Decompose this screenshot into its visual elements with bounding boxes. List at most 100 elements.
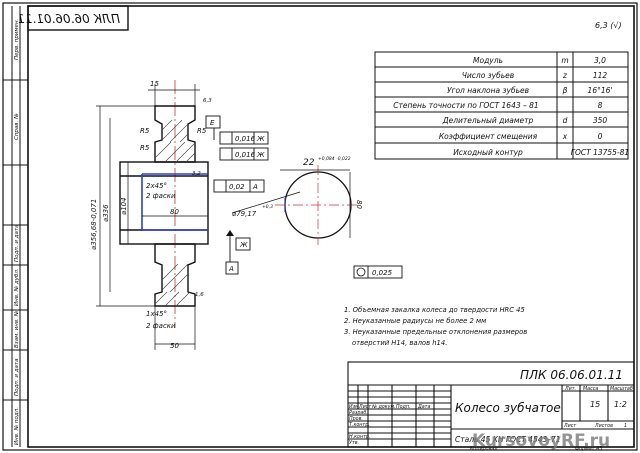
tb-scale-value: 1:2 — [614, 400, 627, 409]
dim-bore: ⌀79,17 — [232, 210, 257, 218]
param-val-3: 8 — [598, 101, 603, 110]
tb-lit: Лит. — [564, 386, 576, 392]
bore-dim-lines — [231, 169, 351, 238]
runout2-ref: Ж — [256, 151, 265, 159]
param-label-6: Исходный контур — [453, 148, 523, 157]
tb-col-izm: Изм — [349, 404, 359, 410]
param-sym-0: m — [561, 56, 568, 65]
tb-col-date: Дата — [417, 404, 430, 410]
side-label-5: Взам. инв. № — [14, 310, 20, 348]
tb-row-razrab: Разраб. — [349, 410, 368, 416]
tolerance-frames — [205, 115, 403, 279]
runout1-ref: Ж — [256, 135, 265, 143]
dim-bottom-length: 50 — [170, 342, 179, 350]
dim-r5-b: R5 — [140, 144, 150, 152]
tb-copied: Копировал — [470, 446, 497, 452]
tb-mass-value: 15 — [590, 400, 600, 409]
param-val-0: 3,0 — [594, 56, 606, 65]
dim-width-top: 15 — [150, 80, 159, 88]
watermark: KursovoyRF.ru — [472, 431, 610, 451]
param-label-0: Модуль — [473, 56, 503, 65]
param-sym-5: x — [562, 132, 568, 141]
part-name: Колесо зубчатое — [455, 401, 561, 415]
dim-chamfer-bottom-note: 2 фаски — [146, 322, 176, 330]
note-2: 2. Неуказанные радиусы не более 2 мм — [344, 317, 486, 325]
param-label-4: Делительный диаметр — [442, 116, 534, 125]
tb-format: Формат А3 — [575, 446, 602, 452]
params-table — [374, 51, 629, 160]
dim-radius-small: 1,6 — [195, 292, 204, 298]
param-label-1: Число зубьев — [462, 71, 514, 80]
code-box-top — [27, 5, 129, 31]
roughness-1: 6,3 — [203, 98, 212, 104]
hatching — [154, 119, 196, 307]
code-mirrored: ПЛК 06.06.01.11 — [17, 12, 120, 26]
param-val-5: 0 — [598, 132, 603, 141]
param-label-3: Степень точности по ГОСТ 1643 – 81 — [393, 101, 538, 110]
title-block — [347, 361, 635, 448]
tb-sheets-value: 1 — [624, 423, 627, 429]
side-label-3: Подп. и дата — [14, 224, 20, 262]
roughness-corner: 6,3 (√) — [595, 21, 622, 30]
param-label-2: Угол наклона зубьев — [447, 86, 529, 95]
dim-bore-tol: +0,3 — [262, 204, 273, 210]
symmetry-icon — [356, 267, 366, 277]
tb-mass: Масса — [583, 386, 598, 392]
param-val-1: 112 — [593, 71, 608, 80]
tb-row-utv: Утв. — [349, 440, 359, 446]
symmetry-value: 0,025 — [372, 269, 393, 277]
param-label-5: Коэффициент смещения — [439, 132, 538, 141]
material: Сталь 45 ХН ГОСТ 4543–71 — [455, 435, 561, 444]
gear-section — [119, 105, 209, 307]
side-label-4: Инв. № дубл. — [14, 268, 20, 306]
note-4: отверстий Н14, валов h14. — [352, 339, 447, 347]
datum-a: А — [228, 265, 234, 273]
note-1: 1. Объемная закалка колеса до твердости … — [344, 306, 525, 314]
dim-r5-a: R5 — [140, 127, 150, 135]
datum-triangle-icon — [226, 230, 234, 236]
side-label-6: Подп. и дата — [14, 358, 20, 396]
dim-chamfer-top-note: 2 фаски — [146, 192, 176, 200]
tb-col-list: Лист — [358, 404, 371, 410]
dim-outer-diameter: ⌀356,68-0,071 — [90, 199, 98, 250]
dim-chamfer-bottom: 1x45° — [146, 310, 167, 318]
tb-sheet: Лист — [563, 423, 576, 429]
dim-bore-side: 80 — [355, 200, 363, 209]
dim-hub-diameter: ⌀104 — [120, 197, 128, 215]
note-3: 3. Неуказанные предельные отклонения раз… — [344, 328, 527, 336]
dim-r5-c: R5 — [197, 127, 207, 135]
side-strip — [3, 6, 28, 447]
parallel-ref: А — [252, 183, 258, 191]
datum-zh: Ж — [239, 241, 248, 249]
datum-e: Е — [210, 119, 215, 127]
dim-hub-length: 80 — [170, 208, 179, 216]
dim-keyway-tol: +0,084 -0,022 — [318, 156, 351, 162]
tb-scale: Масштаб — [610, 386, 633, 392]
dim-keyway: 22 — [303, 158, 315, 168]
runout1-value: 0,016 — [235, 135, 256, 143]
side-label-7: Инв. № подл. — [14, 407, 20, 445]
dim-chamfer-top: 2x45° — [146, 182, 167, 190]
dim-hub-outer: ⌀336 — [102, 204, 110, 222]
param-sym-2: β — [563, 86, 568, 95]
tb-sheets: Листов — [594, 423, 613, 429]
tb-col-doc: № докум. — [371, 404, 396, 410]
param-sym-4: d — [563, 116, 568, 125]
tb-col-sign: Подп. — [396, 404, 411, 410]
tb-row-prov: Пров. — [349, 416, 363, 422]
parallel-value: 0,02 — [229, 183, 245, 191]
param-val-4: 350 — [593, 116, 608, 125]
param-val-6: ГОСТ 13755-81 — [571, 148, 629, 157]
title-code: ПЛК 06.06.01.11 — [520, 368, 623, 382]
drawing-frame — [27, 5, 635, 448]
roughness-2: 3,2 — [192, 171, 201, 177]
param-val-2: 16°16' — [588, 86, 613, 95]
side-label-2: Справ. № — [14, 113, 20, 140]
bore-lines — [141, 173, 208, 231]
param-sym-1: z — [562, 71, 568, 80]
runout2-value: 0,016 — [235, 151, 256, 159]
dimension-lines — [96, 84, 208, 350]
tb-row-nkontr: Н.контр. — [349, 434, 370, 440]
